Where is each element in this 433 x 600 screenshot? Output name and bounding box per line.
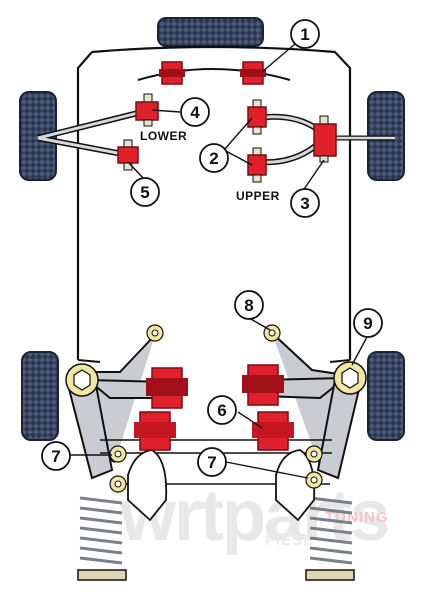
- svg-text:7: 7: [207, 453, 216, 472]
- bushing-6-right: [252, 411, 294, 451]
- callout-8: 8: [234, 290, 264, 320]
- watermark-sub-left: PIESE: [265, 532, 314, 549]
- spring-base-left: [77, 569, 127, 581]
- car-body-outline: [76, 45, 352, 360]
- callout-6: 6: [207, 395, 237, 425]
- bushing-5: [117, 139, 139, 171]
- label-lower: LOWER: [140, 129, 187, 143]
- joint-7-right-b: [305, 471, 323, 489]
- label-upper: UPPER: [236, 189, 280, 203]
- bushing-3: [313, 115, 337, 163]
- callout-3: 3: [290, 188, 320, 218]
- svg-text:7: 7: [51, 447, 60, 466]
- tyre-left-lower: [21, 351, 59, 441]
- bushing-6-left: [134, 411, 176, 451]
- spring-right: [309, 496, 353, 565]
- callout-9: 9: [353, 308, 383, 338]
- bushing-rear-upper-right: [242, 364, 284, 406]
- lower-wishbone: [37, 109, 143, 158]
- svg-text:1: 1: [300, 25, 309, 44]
- bushing-1-left: [159, 61, 185, 85]
- callout-7-left: 7: [41, 441, 71, 471]
- spring-base-right: [305, 569, 355, 581]
- bushing-rear-upper-left: [146, 367, 188, 409]
- callout-2: 2: [199, 143, 229, 173]
- callout-1: 1: [290, 19, 320, 49]
- joint-7-right-a: [305, 445, 323, 463]
- callout-5: 5: [130, 177, 160, 207]
- callout-4: 4: [180, 97, 210, 127]
- diff-right: [275, 449, 316, 522]
- joint-8-left: [146, 324, 164, 342]
- svg-text:4: 4: [190, 103, 200, 122]
- tyre-top: [157, 17, 264, 47]
- svg-text:3: 3: [300, 194, 309, 213]
- bushing-2-bottom: [247, 147, 267, 183]
- svg-text:5: 5: [140, 183, 149, 202]
- joint-7-left-b: [109, 475, 127, 493]
- diff-left: [127, 449, 168, 522]
- svg-text:8: 8: [244, 296, 253, 315]
- callout-leaders: [70, 43, 368, 479]
- front-crossbar: [137, 68, 291, 81]
- callout-7-right: 7: [197, 447, 227, 477]
- svg-text:9: 9: [363, 314, 372, 333]
- tyre-right-lower: [367, 351, 405, 441]
- svg-text:6: 6: [217, 401, 226, 420]
- bushing-1-right: [240, 61, 266, 85]
- joint-7-left-a: [109, 445, 127, 463]
- joint-9-right: [333, 361, 367, 395]
- svg-text:2: 2: [209, 149, 218, 168]
- spring-left: [79, 496, 123, 565]
- joint-9-left: [65, 363, 99, 397]
- bushing-2-top: [247, 99, 267, 135]
